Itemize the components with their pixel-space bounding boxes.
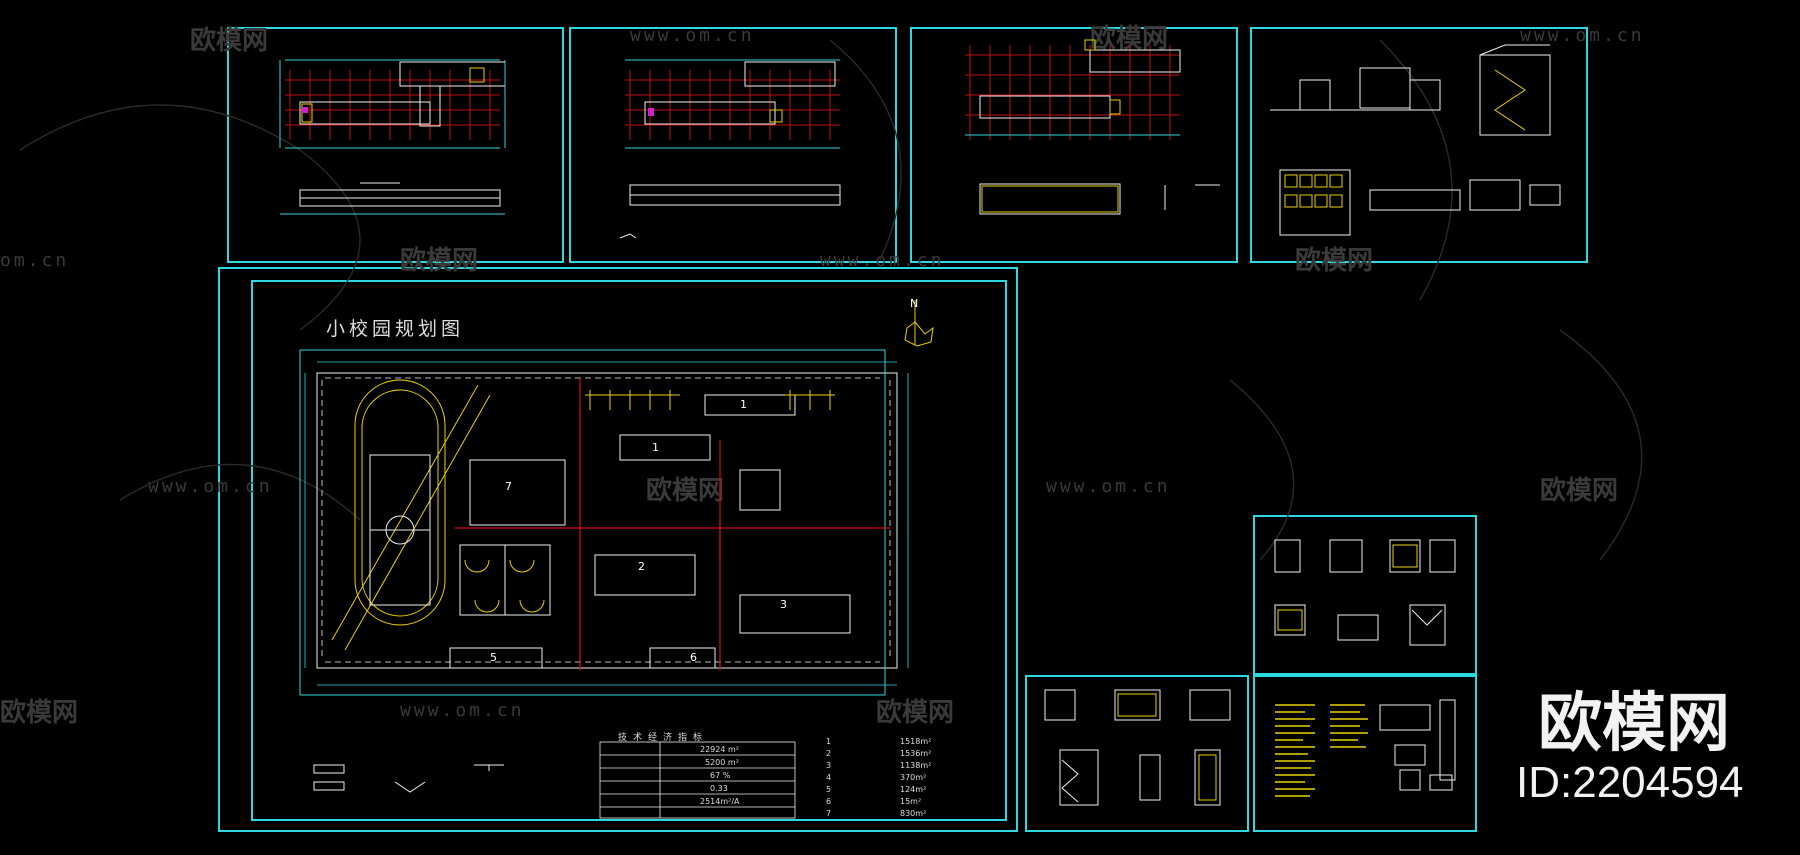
building-number: 1 [652,441,659,454]
table-title: 技术经济指标 [618,733,709,743]
building-number: 3 [780,598,787,611]
watermark-brand: 欧模网 [1090,24,1169,54]
elevations-drawing [1270,44,1561,236]
watermark-brand: 欧模网 [876,698,955,728]
index-number: 4 [826,773,832,782]
table-value: 67 % [710,771,731,780]
table-value: 0.33 [710,784,728,793]
sheet-stair-details-1 [1253,515,1477,675]
watermark-brand: 欧模网 [1540,476,1619,506]
watermark-brand: 欧模网 [190,26,269,56]
index-number: 5 [826,785,832,794]
brand-id: ID:2204594 [1516,758,1744,807]
watermark-url: www.om.cn [630,25,755,46]
watermark-brand: 欧模网 [400,246,479,276]
index-value: 1536m² [900,749,932,758]
watermark-brand: 欧模网 [0,698,79,728]
watermark-url: www.om.cn [1046,476,1171,497]
stair-details-1-drawing [1274,539,1456,646]
building-number: 7 [505,480,512,493]
index-value: 830m² [900,809,927,818]
watermark-swirl [1379,39,1453,301]
site-plan-title: 小校园规划图 [326,318,465,340]
index-number: 7 [826,809,832,818]
watermark-url: www.om.cn [400,700,525,721]
sheet-elevations [1250,27,1588,263]
building-number: 2 [638,560,645,573]
index-value: 1138m² [900,761,932,770]
site-plan-drawing [299,300,934,819]
stair-details-2-drawing [1044,689,1231,806]
watermark-url: www.om.cn [148,476,273,497]
index-value: 15m² [900,797,922,806]
index-number: 1 [826,737,832,746]
floor-plan-2-drawing [619,59,841,239]
brand-logo-text: 欧模网 [1538,687,1730,761]
building-number: 6 [690,651,697,664]
sheet-floor-plan-2 [569,27,897,263]
watermark-swirl [1229,379,1295,561]
table-value: 2514m²/A [700,797,740,806]
notes-drawing [1275,699,1456,797]
sheet-floor-plan-3 [910,27,1238,263]
index-number: 2 [826,749,832,758]
table-value: 5200 m² [705,758,739,767]
watermark-url: www.om.cn [820,250,945,271]
floor-plan-1-drawing [279,59,506,215]
index-number: 3 [826,761,832,770]
sheet-notes [1253,675,1477,832]
building-number: 5 [490,651,497,664]
watermark-url: www.om.cn [1520,25,1645,46]
index-number: 6 [826,797,832,806]
watermark-swirl [19,104,361,331]
sheet-floor-plan-1 [227,27,564,263]
watermark-brand: 欧模网 [1295,246,1374,276]
index-value: 370m² [900,773,927,782]
watermark-brand: 欧模网 [646,476,725,506]
floor-plan-3-drawing [965,39,1220,215]
sheet-site-plan-outer [218,267,1018,832]
watermark-swirl [829,39,902,261]
table-value: 22924 m² [700,745,739,754]
index-value: 124m² [900,785,927,794]
sheet-site-plan [251,280,1007,821]
building-number: 1 [740,398,747,411]
sheet-stair-details-2 [1025,675,1249,832]
index-value: 1518m² [900,737,932,746]
watermark-swirl [1559,329,1643,561]
north-label: N [910,297,919,310]
watermark-url-fragment: om.cn [0,250,70,271]
watermark-swirl [119,463,361,521]
